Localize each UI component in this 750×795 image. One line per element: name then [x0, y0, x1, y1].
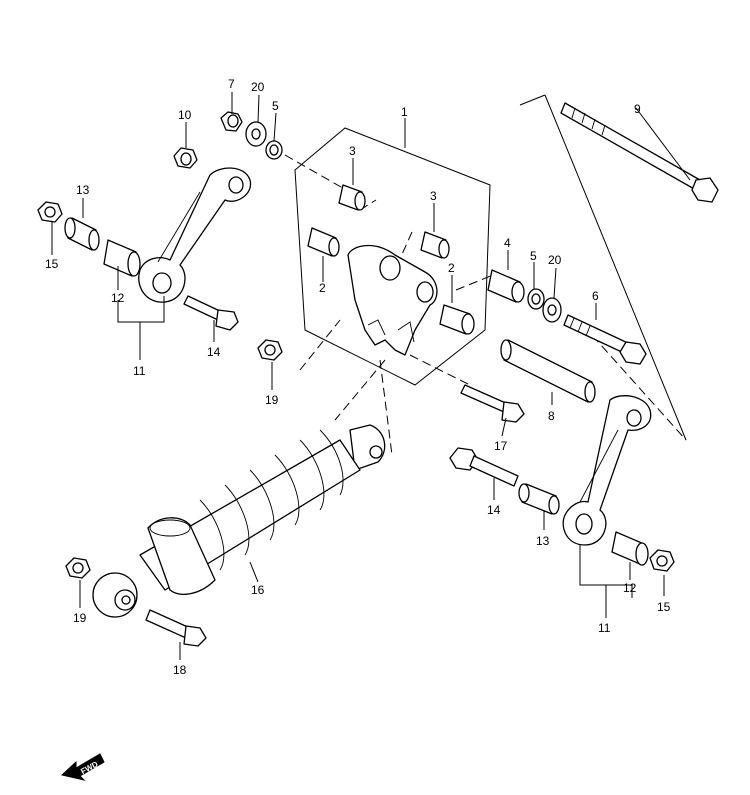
dash-line-16-a [334, 359, 386, 421]
part-3-bearing-top [338, 184, 366, 211]
callout-1: 1 [401, 105, 408, 119]
callout-5-right: 5 [530, 249, 537, 263]
part-10-nut [173, 147, 198, 169]
part-19-nut-lower [65, 557, 91, 579]
rod-group-outline [519, 94, 687, 441]
callout-3-right: 3 [430, 189, 437, 203]
callout-11-left: 11 [133, 364, 146, 378]
callout-2-left: 2 [319, 281, 326, 295]
callout-2-right: 2 [448, 261, 455, 275]
part-14-bolt-right [449, 447, 519, 487]
fwd-arrow-icon: FWD [60, 753, 105, 781]
part-2-bearing-left [307, 227, 340, 257]
part-9-long-bolt [560, 102, 719, 203]
dash-line-19 [299, 319, 341, 371]
part-2-bearing-right [439, 304, 475, 335]
callout-20-top: 20 [251, 80, 265, 94]
callout-8: 8 [548, 409, 555, 423]
callout-15-right: 15 [657, 600, 671, 614]
callout-10: 10 [178, 108, 192, 122]
part-20-washer-top [245, 121, 267, 147]
callout-19-upper: 19 [265, 393, 279, 407]
part-15-nut-left [37, 201, 63, 223]
part-13-collar-left [64, 217, 100, 251]
part-17-bolt [460, 384, 525, 423]
callout-numbers: 1 2 2 3 3 4 5 5 6 7 8 9 10 11 11 12 12 1… [45, 77, 671, 677]
callout-14-right: 14 [487, 503, 501, 517]
cushion-lever-body [347, 244, 438, 356]
part-6-bolt [563, 314, 647, 365]
part-7-nut [220, 111, 243, 132]
callout-7: 7 [228, 77, 235, 91]
callout-14-left: 14 [207, 345, 221, 359]
part-19-nut-upper [257, 339, 283, 361]
callout-11-right: 11 [598, 621, 611, 635]
part-12-bearing-left [103, 239, 141, 277]
part-16-shock-absorber [92, 424, 386, 618]
callout-4: 4 [504, 236, 511, 250]
part-4-collar [487, 269, 525, 303]
callout-19-lower: 19 [73, 611, 87, 625]
part-5-collar-top [265, 140, 283, 160]
callout-13-right: 13 [536, 534, 550, 548]
part-11-lever-left [138, 167, 252, 303]
callout-3-top: 3 [349, 144, 356, 158]
callout-13-left: 13 [76, 183, 90, 197]
callout-16: 16 [251, 583, 265, 597]
part-3-bearing-right [420, 231, 450, 259]
part-18-bolt [145, 609, 207, 647]
callout-12-right: 12 [623, 581, 637, 595]
part-15-nut-right [649, 549, 675, 572]
dash-line-17 [409, 354, 471, 386]
part-12-bearing-right [611, 531, 649, 566]
callout-20-right: 20 [548, 253, 562, 267]
part-5-collar-right [527, 288, 545, 310]
leader-lines [51, 92, 691, 660]
dash-line-4 [455, 274, 494, 291]
cushion-lever-group-outline [294, 127, 491, 386]
part-13-collar-right [518, 483, 560, 515]
callout-15-left: 15 [45, 257, 59, 271]
dash-line-16-b [379, 359, 393, 456]
part-20-washer-right [542, 297, 562, 323]
callout-18: 18 [173, 663, 187, 677]
callout-12-left: 12 [111, 291, 125, 305]
rod-group-dash [582, 324, 687, 441]
part-14-bolt-left [183, 295, 239, 331]
callout-6: 6 [592, 289, 599, 303]
part-11-lever-right [562, 395, 652, 546]
callout-9: 9 [634, 102, 641, 116]
callout-5-top: 5 [272, 99, 279, 113]
callout-17: 17 [494, 439, 508, 453]
part-8-spacer [500, 339, 596, 403]
